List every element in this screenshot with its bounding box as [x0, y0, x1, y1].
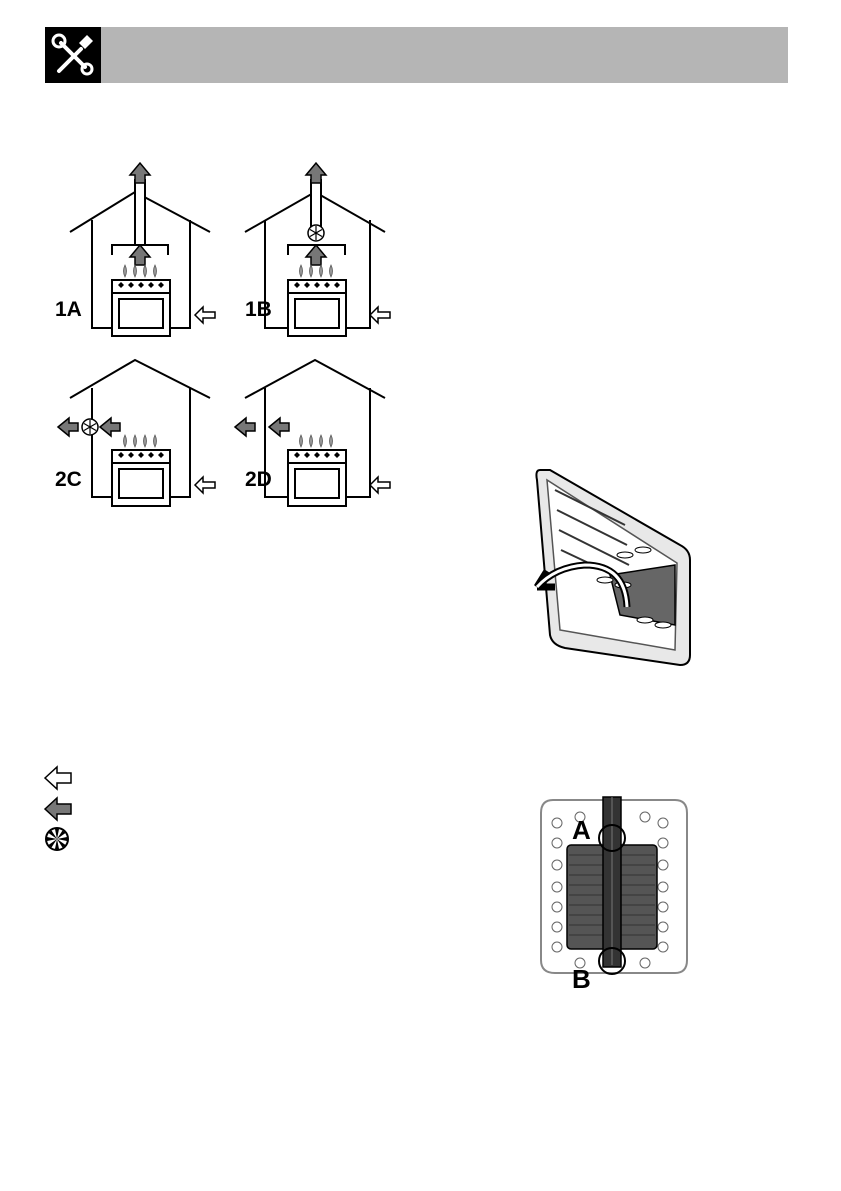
diagram-label-1b: 1B [245, 298, 272, 321]
extractor-fan-icon [46, 828, 68, 850]
diagram-label-2d: 2D [245, 468, 272, 491]
diagram-label-1a: 1A [55, 298, 82, 321]
exhaust-arrow-icon [45, 798, 71, 820]
diagram-label-2c: 2C [55, 468, 82, 491]
tray-label-a: A [572, 815, 591, 845]
diagram-2c: 2C [55, 360, 215, 506]
diagram-1b: 1B [245, 163, 390, 336]
oven-door-open-arrow-icon [525, 465, 695, 670]
diagram-2d: 2D [235, 360, 390, 506]
tools-icon [45, 27, 101, 83]
ventilation-diagrams: 1A 1B 2C 2D [40, 150, 410, 510]
section-header-bar [45, 27, 788, 83]
air-inlet-arrow-icon [45, 767, 71, 789]
diagram-1a: 1A [55, 163, 215, 336]
tray-diagram: A B [535, 795, 695, 990]
legend [42, 765, 82, 855]
tray-label-b: B [572, 964, 591, 990]
